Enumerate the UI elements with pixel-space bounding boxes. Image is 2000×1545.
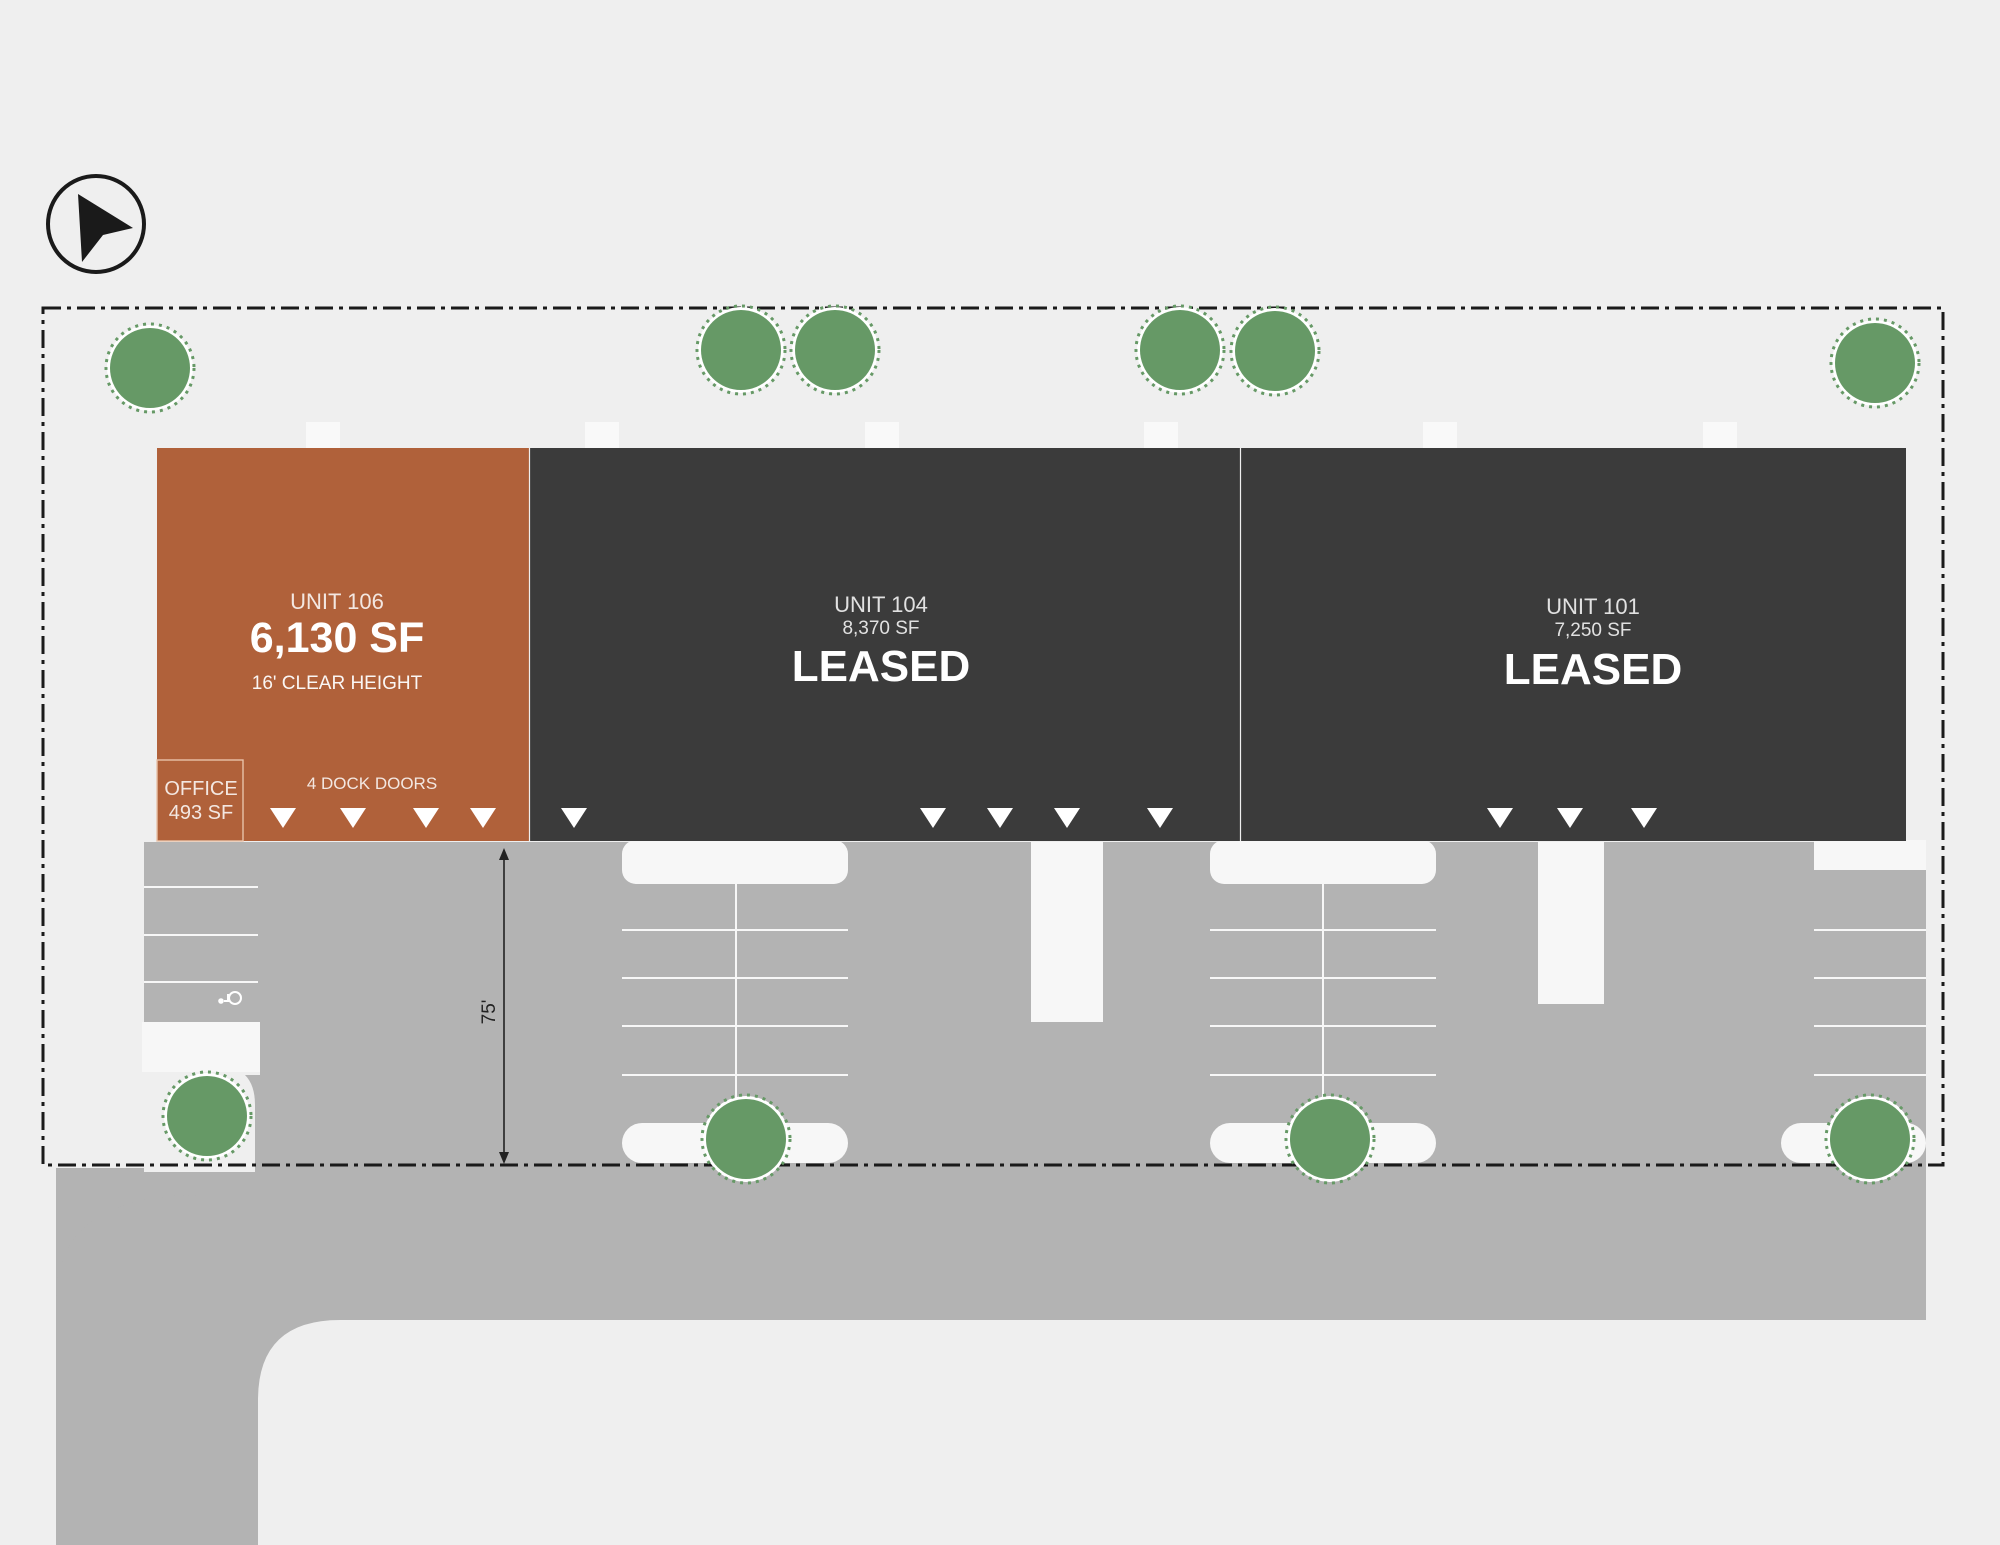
triangle-down-icon (470, 808, 496, 828)
unit-101-name: UNIT 101 (1546, 594, 1640, 619)
triangle-down-icon (340, 808, 366, 828)
office-outline (156, 759, 244, 842)
office-area: 493 SF (168, 802, 234, 824)
north-arrow-icon (46, 174, 146, 274)
triangle-down-icon (561, 808, 587, 828)
property-boundary (41, 306, 1945, 1167)
office-label: OFFICE (164, 778, 238, 800)
triangle-down-icon (1487, 808, 1513, 828)
triangle-down-icon (270, 808, 296, 828)
wheelchair-icon (218, 991, 242, 1005)
dock-doors-label: 4 DOCK DOORS (306, 774, 438, 793)
parking-stripes (144, 884, 1926, 1123)
unit-104-status: LEASED (791, 642, 971, 691)
parking-lot-left-strip (144, 842, 260, 1020)
unit-106-area: 6,130 SF (249, 614, 425, 662)
dock-doors (270, 808, 1657, 828)
island-top-3 (1814, 840, 1926, 870)
dimension-line (499, 848, 509, 1164)
dimension-label: 75' (479, 1000, 500, 1025)
unit-104-name: UNIT 104 (834, 592, 928, 617)
rooftop-units (306, 422, 1737, 448)
triangle-down-icon (1147, 808, 1173, 828)
unit-101-building[interactable] (1241, 448, 1906, 841)
triangle-down-icon (1054, 808, 1080, 828)
unit-101-status: LEASED (1503, 645, 1683, 694)
drive-curve (56, 1168, 250, 1300)
triangle-down-icon (1631, 808, 1657, 828)
triangle-down-icon (920, 808, 946, 828)
left-curb (142, 1022, 260, 1072)
island-top-2 (1210, 840, 1436, 884)
loading-strip-1 (1031, 842, 1103, 1022)
unit-104-building[interactable] (529, 448, 1240, 841)
main-road (56, 1168, 1926, 1320)
unit-106-name: UNIT 106 (290, 589, 384, 614)
unit-106-building[interactable] (157, 448, 529, 841)
triangle-down-icon (987, 808, 1013, 828)
unit-106-clear-height: 16' CLEAR HEIGHT (251, 673, 423, 694)
island-top-1 (622, 840, 848, 884)
unit-101-area: 7,250 SF (1554, 620, 1632, 641)
triangle-down-icon (413, 808, 439, 828)
unit-104-area: 8,370 SF (842, 618, 920, 639)
triangle-down-icon (1557, 808, 1583, 828)
loading-strip-2 (1538, 842, 1604, 1004)
